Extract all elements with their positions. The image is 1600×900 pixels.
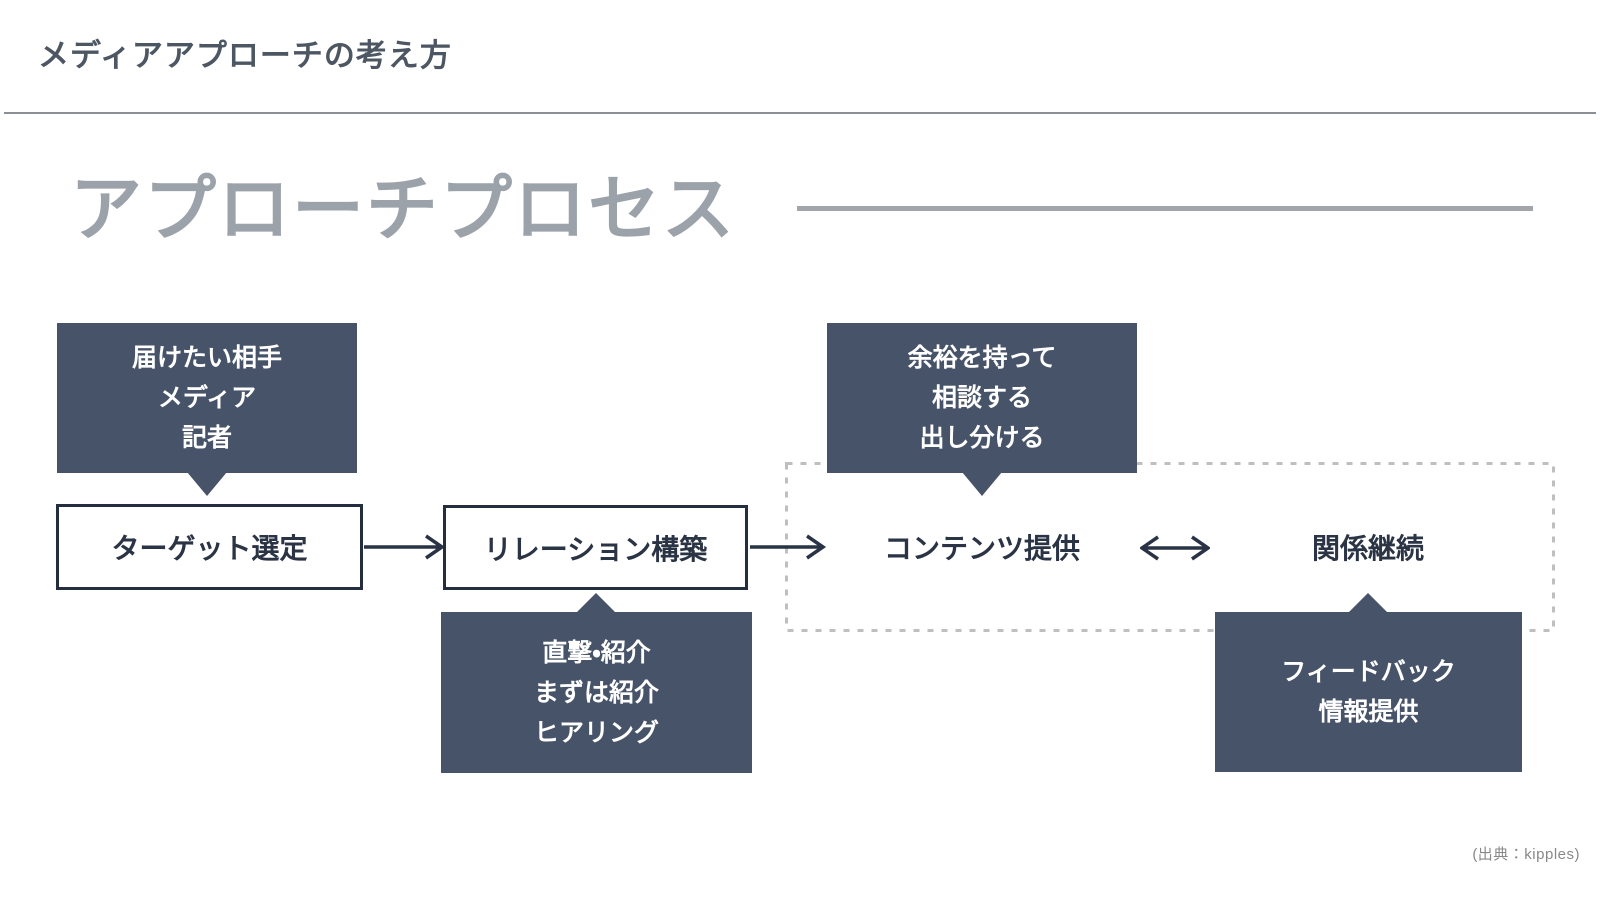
callout-line: 情報提供 bbox=[1318, 698, 1419, 726]
arrow-double-icon bbox=[1140, 535, 1210, 561]
callout-pointer-up bbox=[1348, 593, 1388, 613]
callout-content-tips: 余裕を持って 相談する 出し分ける bbox=[827, 323, 1137, 473]
callout-pointer-down bbox=[962, 472, 1002, 496]
heading-rule bbox=[797, 206, 1533, 211]
section-heading: アプローチプロセス bbox=[70, 170, 737, 250]
callout-pointer-down bbox=[187, 472, 227, 496]
callout-feedback: フィードバック 情報提供 bbox=[1215, 612, 1522, 772]
step-label-content-delivery: コンテンツ提供 bbox=[883, 533, 1080, 564]
callout-line: フィードバック bbox=[1281, 658, 1456, 686]
page-title: メディアアプローチの考え方 bbox=[38, 38, 452, 73]
dashed-group-outline bbox=[785, 462, 1555, 632]
step-box-relation-building: リレーション構築 bbox=[443, 505, 748, 590]
callout-line: 相談する bbox=[931, 384, 1032, 412]
callout-line: まずは紹介 bbox=[533, 678, 659, 707]
callout-line: 届けたい相手 bbox=[131, 344, 282, 372]
callout-relation-methods: 直撃・紹介 まずは紹介 ヒアリング bbox=[441, 612, 752, 773]
step-label: ターゲット選定 bbox=[111, 533, 308, 564]
title-divider bbox=[4, 112, 1596, 114]
callout-pointer-up bbox=[576, 593, 616, 613]
arrow-right-icon bbox=[750, 534, 827, 560]
callout-line: メディア bbox=[157, 384, 257, 412]
step-box-target-selection: ターゲット選定 bbox=[56, 504, 363, 590]
arrow-right-icon bbox=[364, 534, 446, 560]
callout-line: 直撃・紹介 bbox=[542, 638, 651, 667]
callout-target-audience: 届けたい相手 メディア 記者 bbox=[57, 323, 357, 473]
step-label-relation-continuation: 関係継続 bbox=[1311, 533, 1424, 564]
source-credit: (出典：kipples) bbox=[1472, 846, 1580, 863]
step-label: リレーション構築 bbox=[483, 533, 708, 565]
callout-line: 出し分ける bbox=[919, 424, 1045, 452]
callout-line: 余裕を持って bbox=[907, 344, 1057, 372]
callout-line: 記者 bbox=[181, 424, 232, 452]
callout-line: ヒアリング bbox=[533, 718, 659, 747]
